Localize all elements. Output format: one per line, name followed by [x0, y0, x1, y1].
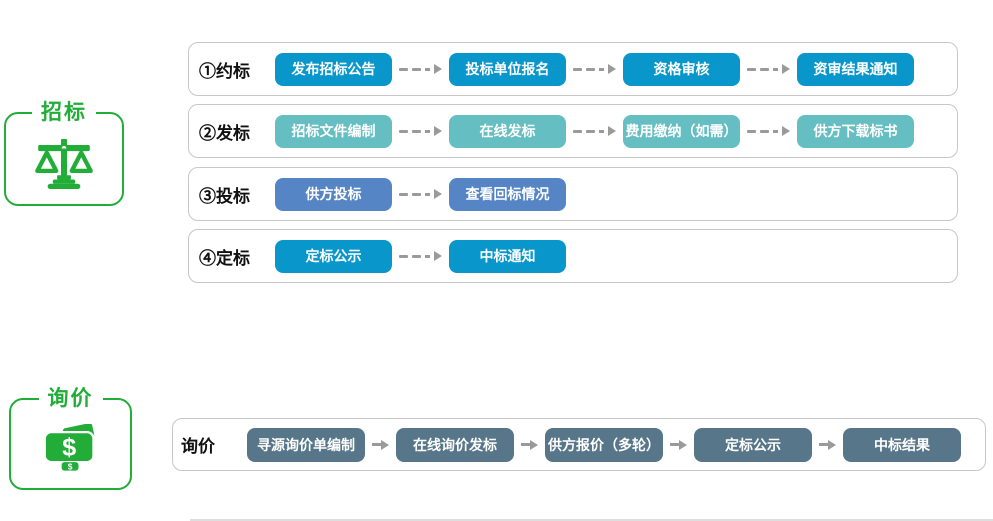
arrow-dash: [573, 129, 582, 133]
money-icon: $ $: [43, 424, 95, 472]
arrow-head: [608, 64, 616, 74]
flow-step-node: 资格审核: [623, 52, 740, 86]
flow-step-node: 供方下载标书: [797, 114, 914, 148]
flow-row-label: 询价: [181, 437, 215, 456]
bottom-divider-line: [190, 519, 993, 521]
dashed-arrow-icon: [392, 251, 449, 261]
bidding-group-label: 招标: [32, 98, 96, 128]
svg-text:$: $: [62, 434, 76, 462]
flow-step-node: 资审结果通知: [797, 52, 914, 86]
arrow-dash: [747, 129, 756, 133]
arrow-stem: [670, 443, 679, 446]
flow-step-node: 中标结果: [843, 427, 961, 462]
flow-step-node: 供方投标: [275, 177, 392, 211]
solid-arrow-icon: [514, 439, 545, 450]
arrow-head: [434, 64, 442, 74]
arrow-dash: [412, 129, 421, 133]
arrow-dash: [760, 129, 769, 133]
arrow-dash: [412, 254, 421, 258]
dashed-arrow-icon: [392, 64, 449, 74]
arrow-dash: [586, 129, 595, 133]
flow-step-node: 查看回标情况: [449, 177, 566, 211]
dashed-arrow-icon: [740, 64, 797, 74]
dashed-arrow-icon: [392, 126, 449, 136]
arrow-head: [608, 126, 616, 136]
flow-row-label: ①约标: [199, 61, 250, 81]
flow-step-node: 中标通知: [449, 239, 566, 273]
flow-row: ④定标 定标公示 中标通知: [188, 229, 958, 283]
inquiry-group-box: 询价 $ $: [9, 384, 132, 490]
arrow-stem: [773, 129, 778, 133]
flow-step-node: 在线发标: [449, 114, 566, 148]
arrow-dash: [586, 67, 595, 71]
arrow-dash: [412, 192, 421, 196]
arrow-stem: [521, 443, 530, 446]
arrow-stem: [773, 67, 778, 71]
arrow-stem: [425, 67, 430, 71]
flow-step-node: 定标公示: [275, 239, 392, 273]
arrow-stem: [425, 254, 430, 258]
arrow-head: [530, 439, 538, 450]
flow-row: ①约标 发布招标公告 投标单位报名 资格审核 资审结果通知: [188, 42, 958, 96]
flow-row-label: ③投标: [199, 186, 250, 206]
solid-arrow-icon: [812, 439, 843, 450]
flow-row: 询价 寻源询价单编制 在线询价发标 供方报价（多轮） 定标公示 中标结果: [172, 418, 986, 471]
arrow-head: [679, 439, 687, 450]
arrow-stem: [425, 129, 430, 133]
svg-text:$: $: [67, 462, 72, 472]
arrow-head: [434, 189, 442, 199]
flow-step-node: 定标公示: [694, 427, 812, 462]
dashed-arrow-icon: [740, 126, 797, 136]
arrow-stem: [599, 67, 604, 71]
arrow-head: [381, 439, 389, 450]
arrow-head: [782, 64, 790, 74]
arrow-head: [828, 439, 836, 450]
flow-row: ②发标 招标文件编制 在线发标 费用缴纳（如需） 供方下载标书: [188, 104, 958, 158]
bidding-group-box: 招标: [4, 98, 124, 206]
solid-arrow-icon: [365, 439, 396, 450]
arrow-head: [434, 251, 442, 261]
arrow-stem: [819, 443, 828, 446]
dashed-arrow-icon: [392, 189, 449, 199]
flow-step-node: 供方报价（多轮）: [545, 427, 663, 462]
solid-arrow-icon: [663, 439, 694, 450]
arrow-dash: [399, 192, 408, 196]
flow-row-label: ②发标: [199, 123, 250, 143]
flow-step-node: 投标单位报名: [449, 52, 566, 86]
arrow-dash: [399, 129, 408, 133]
flow-row: ③投标 供方投标 查看回标情况: [188, 167, 958, 221]
arrow-dash: [760, 67, 769, 71]
arrow-dash: [573, 67, 582, 71]
dashed-arrow-icon: [566, 126, 623, 136]
flow-row-label: ④定标: [199, 248, 250, 268]
arrow-head: [782, 126, 790, 136]
flow-step-node: 在线询价发标: [396, 427, 514, 462]
arrow-stem: [425, 192, 430, 196]
flow-step-node: 发布招标公告: [275, 52, 392, 86]
arrow-dash: [399, 254, 408, 258]
flow-step-node: 招标文件编制: [275, 114, 392, 148]
arrow-dash: [399, 67, 408, 71]
dashed-arrow-icon: [566, 64, 623, 74]
flow-step-node: 寻源询价单编制: [247, 427, 365, 462]
arrow-dash: [747, 67, 756, 71]
flow-step-node: 费用缴纳（如需）: [623, 114, 740, 148]
arrow-stem: [372, 443, 381, 446]
arrow-stem: [599, 129, 604, 133]
arrow-dash: [412, 67, 421, 71]
arrow-head: [434, 126, 442, 136]
inquiry-group-label: 询价: [38, 384, 103, 414]
scale-icon: [35, 139, 93, 189]
